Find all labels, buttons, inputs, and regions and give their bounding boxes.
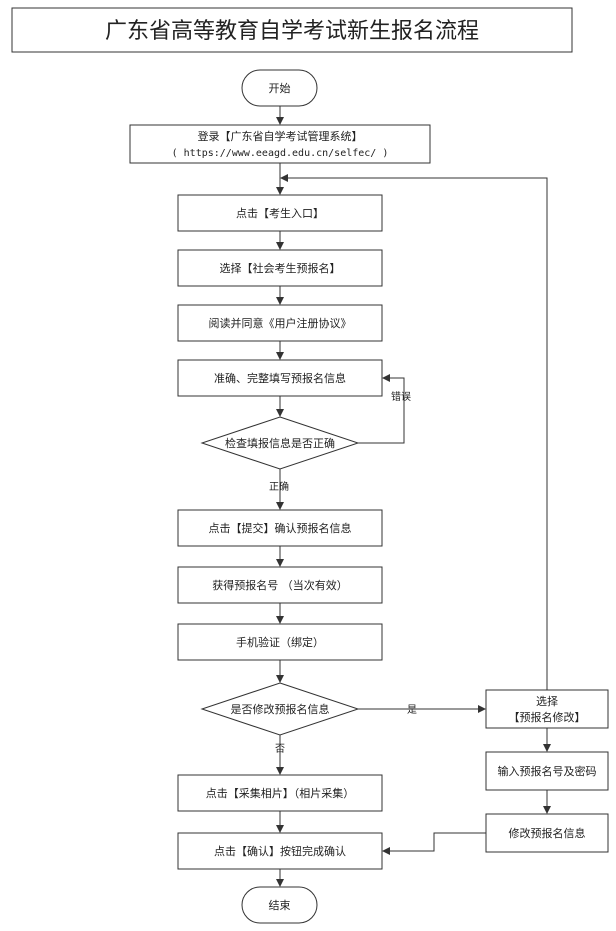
edge-label-no: 否 — [275, 743, 285, 755]
select-pre-node: 选择【社会考生预报名】 — [177, 249, 383, 287]
modify-info-label: 修改预报名信息 — [509, 826, 586, 840]
input-password-label: 输入预报名号及密码 — [498, 764, 597, 778]
modify-decision: 是否修改预报名信息 — [200, 682, 360, 736]
entry-label: 点击【考生入口】 — [236, 206, 324, 220]
login-label-line2: ( https://www.eeagd.edu.cn/selfec/ ) — [172, 148, 389, 159]
photo-label: 点击【采集相片】（相片采集） — [206, 786, 355, 800]
title-box: 广东省高等教育自学考试新生报名流程 — [11, 7, 573, 53]
edge-check-wrong-loop — [358, 374, 405, 444]
select-pre-label: 选择【社会考生预报名】 — [220, 261, 341, 275]
get-number-label: 获得预报名号 （当次有效） — [212, 578, 348, 592]
fill-node: 准确、完整填写预报名信息 — [177, 359, 383, 397]
submit-label: 点击【提交】确认预报名信息 — [209, 521, 352, 535]
confirm-label: 点击【确认】按钮完成确认 — [214, 844, 346, 858]
end-node: 结束 — [241, 886, 318, 924]
fill-label: 准确、完整填写预报名信息 — [214, 371, 346, 385]
phone-label: 手机验证（绑定） — [236, 635, 324, 649]
title-text: 广东省高等教育自学考试新生报名流程 — [105, 19, 479, 44]
photo-node: 点击【采集相片】（相片采集） — [177, 774, 383, 812]
modify-question-label: 是否修改预报名信息 — [231, 702, 330, 716]
edge-label-wrong: 错误 — [391, 390, 411, 403]
modify-info-node: 修改预报名信息 — [485, 813, 609, 853]
login-label-line1: 登录【广东省自学考试管理系统】 — [198, 129, 363, 143]
confirm-node: 点击【确认】按钮完成确认 — [177, 832, 383, 870]
start-node: 开始 — [241, 69, 318, 107]
submit-node: 点击【提交】确认预报名信息 — [177, 509, 383, 547]
edge-label-yes: 是 — [407, 704, 417, 716]
input-password-node: 输入预报名号及密码 — [485, 751, 609, 791]
agreement-label: 阅读并同意《用户注册协议》 — [209, 316, 352, 330]
get-number-node: 获得预报名号 （当次有效） — [177, 566, 383, 604]
select-modify-label-line2: 【预报名修改】 — [509, 710, 586, 724]
edge-label-correct: 正确 — [269, 480, 289, 493]
login-node: 登录【广东省自学考试管理系统】 ( https://www.eeagd.edu.… — [129, 124, 431, 164]
agreement-node: 阅读并同意《用户注册协议》 — [177, 304, 383, 342]
phone-node: 手机验证（绑定） — [177, 623, 383, 661]
check-decision: 检查填报信息是否正确 — [200, 416, 360, 470]
edge-modifyinfo-confirm — [382, 832, 486, 855]
select-modify-node: 选择 【预报名修改】 — [485, 689, 609, 729]
check-label: 检查填报信息是否正确 — [225, 436, 335, 450]
select-modify-label-line1: 选择 — [536, 694, 558, 708]
end-label: 结束 — [269, 899, 291, 912]
edge-loop-back-entry — [280, 174, 548, 690]
start-label: 开始 — [269, 81, 291, 95]
entry-node: 点击【考生入口】 — [177, 194, 383, 232]
